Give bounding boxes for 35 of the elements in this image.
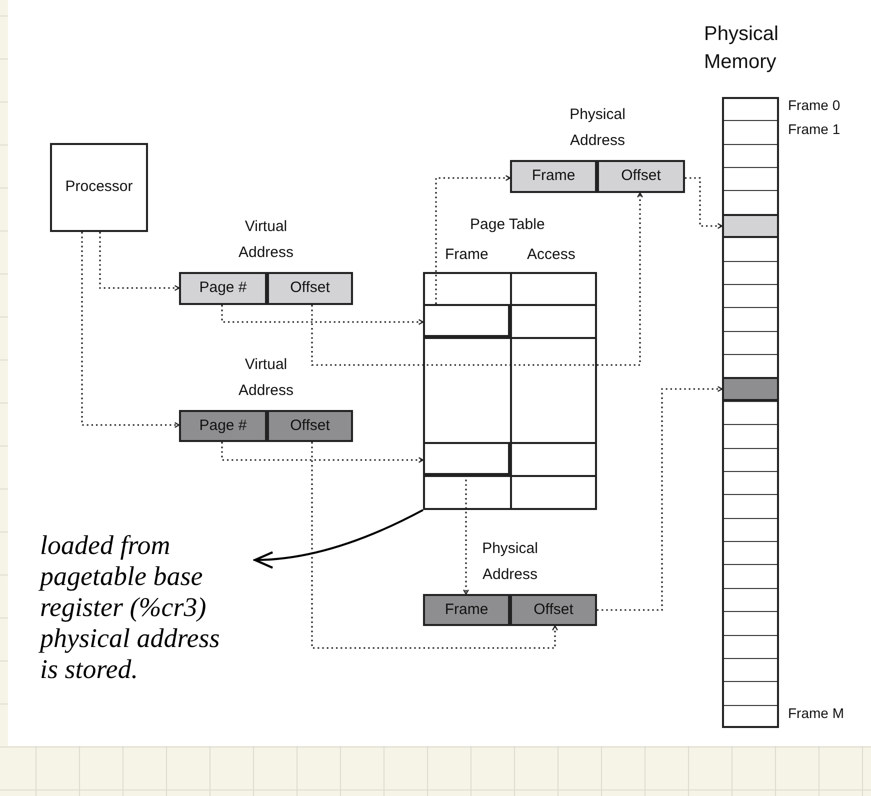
curved-arrow bbox=[254, 509, 424, 568]
address-heading: Physical Address bbox=[568, 105, 626, 151]
frame-label: Frame 0 bbox=[788, 96, 840, 114]
dotted-arrow bbox=[311, 192, 643, 366]
dotted-arrow bbox=[435, 175, 511, 304]
memory-frame bbox=[722, 214, 779, 238]
column-header: Frame bbox=[445, 245, 488, 265]
address-field: Frame bbox=[423, 594, 510, 626]
table-cell bbox=[423, 442, 510, 475]
frame-label: Frame M bbox=[788, 704, 844, 722]
address-field: Offset bbox=[597, 160, 685, 193]
dotted-arrow bbox=[597, 386, 723, 611]
dotted-arrow bbox=[221, 305, 424, 325]
memory-frame bbox=[722, 377, 779, 401]
table-cell bbox=[423, 304, 510, 337]
frame-label: Frame 1 bbox=[788, 120, 840, 138]
address-field: Offset bbox=[510, 594, 597, 626]
address-field: Offset bbox=[267, 272, 353, 305]
handwritten-note: loaded from pagetable base register (%cr3) physical address is stored. bbox=[40, 530, 221, 685]
dotted-arrow bbox=[81, 232, 180, 428]
address-field: Page # bbox=[179, 272, 267, 305]
address-heading: Physical Address bbox=[481, 539, 539, 585]
dotted-arrow bbox=[311, 442, 558, 649]
dotted-arrow bbox=[685, 177, 723, 229]
processor-box: Processor bbox=[50, 143, 148, 232]
column-header: Access bbox=[527, 245, 576, 265]
address-field: Page # bbox=[179, 410, 267, 442]
memory-title: Physical Memory bbox=[704, 22, 780, 75]
dotted-arrow bbox=[221, 442, 424, 463]
address-field: Frame bbox=[510, 160, 597, 193]
address-heading: Virtual Address bbox=[237, 217, 295, 263]
address-field: Offset bbox=[267, 410, 353, 442]
address-heading: Virtual Address bbox=[237, 355, 295, 401]
table-title: Page Table bbox=[470, 215, 545, 235]
dotted-arrow bbox=[99, 232, 180, 291]
